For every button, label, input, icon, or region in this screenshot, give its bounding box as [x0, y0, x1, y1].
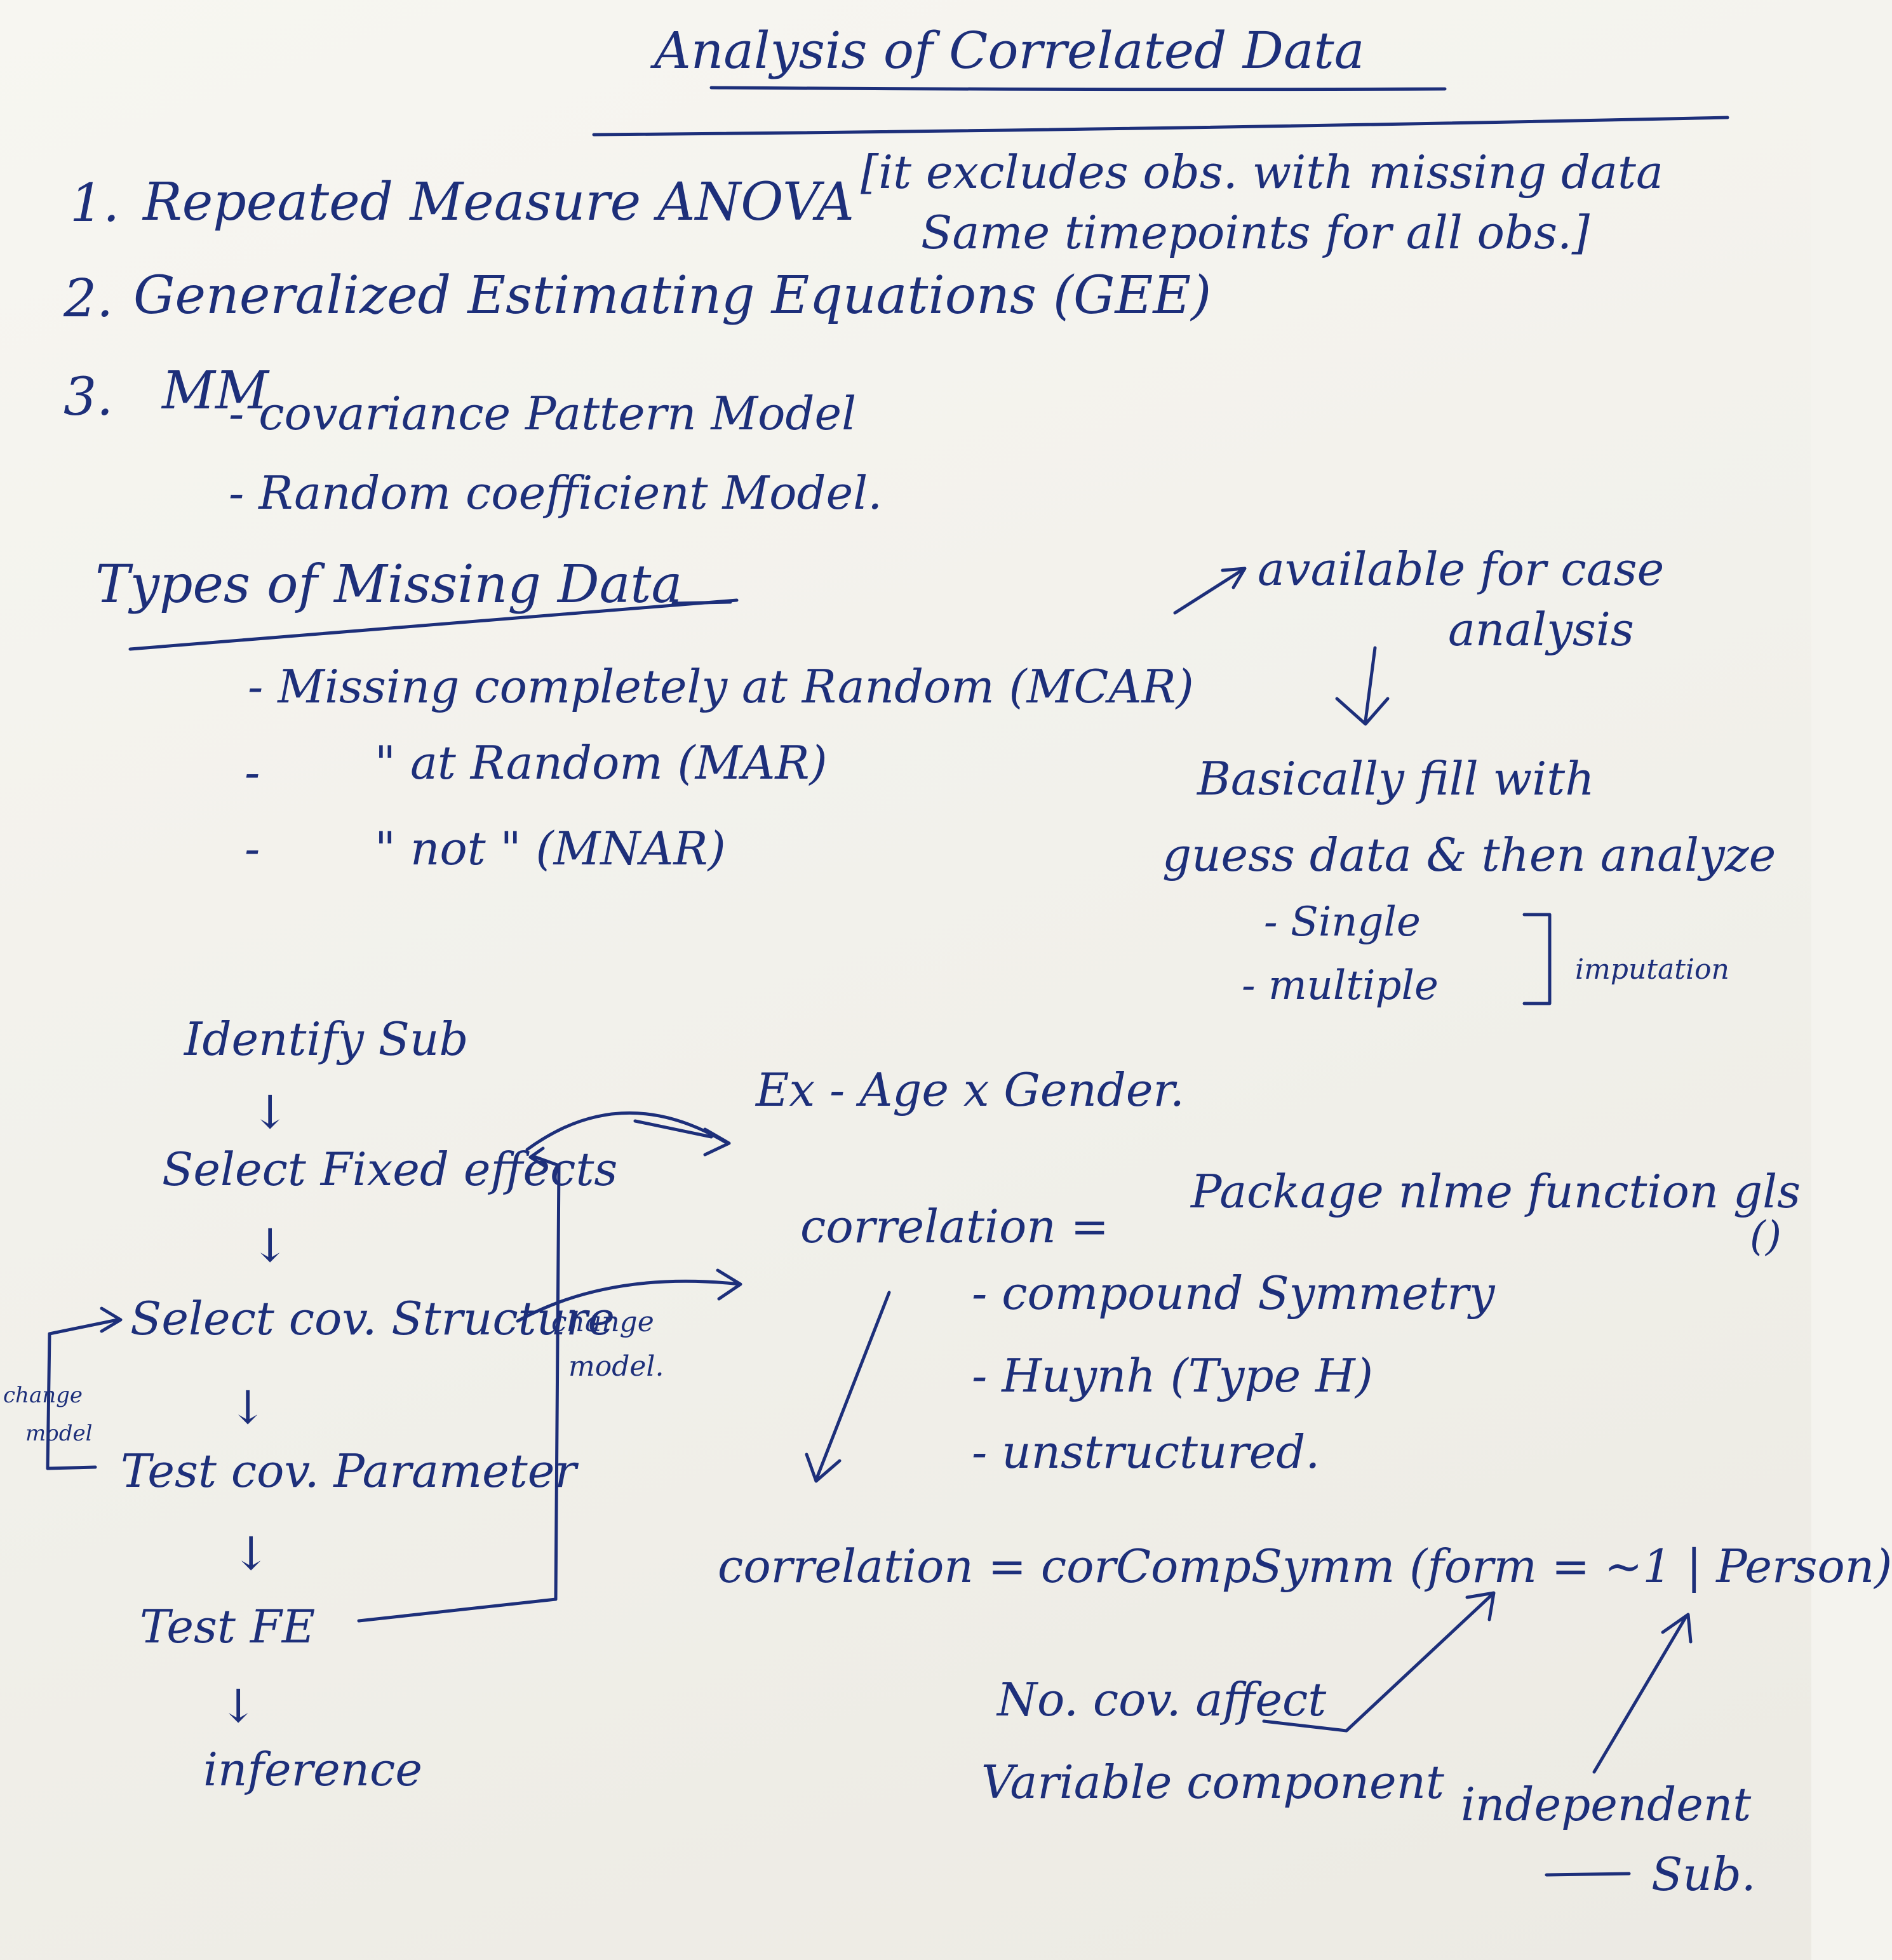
flow-step-test-fe: Test FE	[140, 1600, 316, 1653]
method-3-subitem-1: - covariance Pattern Model	[229, 387, 857, 440]
note-no-cov: No. cov. affect	[997, 1673, 1327, 1726]
method-1-note-line1: [it excludes obs. with missing data	[861, 145, 1663, 199]
missing-data-underline	[128, 598, 739, 651]
notebook-page	[0, 0, 1811, 1960]
note-analysis: analysis	[1448, 603, 1634, 656]
missing-data-underline-short	[671, 600, 732, 605]
flow-step-fixed-effects: Select Fixed effects	[162, 1143, 618, 1196]
flow-down-arrow-2: ↓	[251, 1219, 290, 1272]
flow-step-cov-structure: Select cov. Structure	[130, 1292, 615, 1345]
flow-down-arrow-1: ↓	[251, 1085, 290, 1139]
method-3-number: 3.	[64, 367, 114, 427]
correlation-label: correlation =	[800, 1200, 1109, 1253]
structure-unstructured: - unstructured.	[972, 1425, 1320, 1479]
structure-compound-symmetry: - compound Symmetry	[972, 1266, 1495, 1320]
note-sub: Sub.	[1651, 1848, 1756, 1901]
flow-step-test-cov: Test cov. Parameter	[121, 1444, 577, 1498]
note-available: available for case	[1258, 542, 1665, 596]
flow-down-arrow-4: ↓	[232, 1527, 271, 1580]
missing-item-mcar: - Missing completely at Random (MCAR)	[248, 660, 1194, 713]
title-underline-long	[592, 116, 1729, 137]
flow-down-arrow-5: ↓	[219, 1679, 258, 1733]
note-basically: Basically fill with	[1197, 752, 1595, 805]
method-3-subitem-2: - Random coefficient Model.	[229, 466, 883, 520]
basically-down-arrow	[1335, 646, 1390, 726]
change-model-right-line1: change	[551, 1306, 654, 1338]
loop-left	[46, 1306, 123, 1470]
method-2-number: 2.	[64, 269, 114, 329]
arrow-to-correlation	[516, 1268, 742, 1323]
independent-arrow	[1592, 1613, 1693, 1774]
note-multiple: - multiple	[1242, 962, 1439, 1009]
missing-item-mar: " at Random (MAR)	[375, 736, 828, 789]
missing-item-mnar: " not " (MNAR)	[375, 822, 726, 875]
page-title: Analysis of Correlated Data	[654, 21, 1365, 80]
flow-down-arrow-3: ↓	[229, 1381, 267, 1434]
missing-data-heading: Types of Missing Data	[95, 554, 683, 615]
package-paren: ()	[1750, 1213, 1781, 1260]
method-3-text: MM	[162, 361, 269, 421]
method-1-text: Repeated Measure ANOVA	[143, 172, 854, 232]
correlation-code: correlation = corCompSymm (form = ~1 | P…	[718, 1540, 1892, 1593]
flow-step-identify: Identify Sub	[184, 1012, 469, 1066]
example-text: Ex - Age x Gender.	[756, 1063, 1184, 1117]
note-guess: guess data & then analyze	[1162, 828, 1776, 882]
package-text: Package nlme function gls	[1191, 1165, 1801, 1218]
ink-strokes	[46, 86, 1729, 1877]
correlation-down-arrow	[805, 1291, 891, 1483]
loop-right	[357, 1146, 561, 1623]
arrow-to-example	[525, 1111, 731, 1157]
change-model-left-line2: model	[25, 1421, 93, 1446]
change-model-left-line1: change	[3, 1383, 83, 1408]
available-arrow	[1173, 567, 1247, 615]
strikethrough	[1545, 1872, 1631, 1877]
imputation-bracket	[1522, 913, 1552, 1005]
title-underline-short	[709, 86, 1447, 91]
variable-component-arrow	[1262, 1591, 1496, 1733]
method-1-note-line2: Same timepoints for all obs.]	[921, 206, 1590, 259]
missing-item-dash-3: -	[245, 822, 260, 875]
note-imputation: imputation	[1575, 953, 1729, 986]
note-variable-component: Variable component	[981, 1755, 1444, 1809]
change-model-right-line2: model.	[568, 1350, 664, 1383]
note-single: - Single	[1264, 899, 1421, 946]
method-2-text: Generalized Estimating Equations (GEE)	[133, 265, 1212, 326]
flow-step-inference: inference	[203, 1743, 422, 1796]
structure-huynh: - Huynh (Type H)	[972, 1349, 1373, 1402]
method-1-number: 1.	[70, 173, 120, 234]
missing-item-dash-2: -	[245, 746, 260, 799]
note-independent: independent	[1461, 1778, 1752, 1831]
